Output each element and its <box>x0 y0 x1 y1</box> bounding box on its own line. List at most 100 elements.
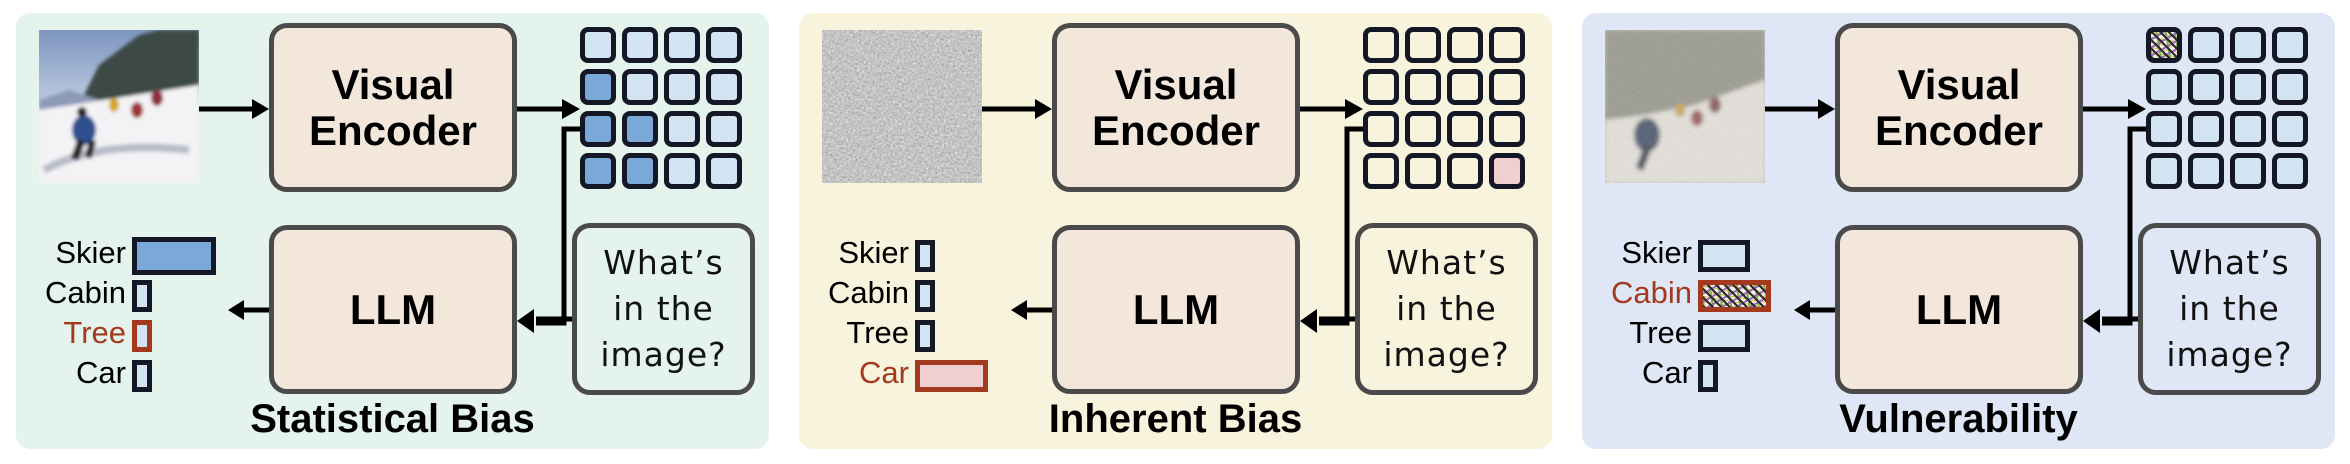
token-cell <box>580 153 616 189</box>
encoder-label-line2: Encoder <box>1091 106 1261 154</box>
output-bar-skier <box>132 237 216 275</box>
output-label-car: Car <box>1642 355 1692 390</box>
token-cell <box>1363 27 1399 63</box>
token-cell <box>664 153 700 189</box>
token-cell <box>622 111 658 147</box>
token-grid <box>2146 27 2314 195</box>
token-cell <box>1489 153 1525 189</box>
llm-label: LLM <box>1132 285 1220 333</box>
output-bar-car <box>1698 360 1718 392</box>
token-cell <box>664 69 700 105</box>
panel-title: Vulnerability <box>1839 397 2078 441</box>
output-bar-cabin <box>132 280 152 312</box>
token-cell <box>622 153 658 189</box>
token-cell <box>580 27 616 63</box>
output-label-tree: Tree <box>1629 315 1692 350</box>
token-cell <box>2188 27 2224 63</box>
output-bar-skier <box>1698 240 1750 272</box>
question-line3: image? <box>1383 335 1510 374</box>
token-cell <box>622 27 658 63</box>
output-bar-car <box>132 360 152 392</box>
token-cell <box>1363 153 1399 189</box>
arrowhead-icon <box>228 300 244 320</box>
token-cell <box>2230 111 2266 147</box>
token-cell <box>1405 111 1441 147</box>
output-label-tree: Tree <box>846 315 909 350</box>
token-cell <box>2188 69 2224 105</box>
output-label-skier: Skier <box>1621 235 1692 270</box>
token-cell <box>1405 69 1441 105</box>
token-cell <box>580 69 616 105</box>
token-cell <box>1489 27 1525 63</box>
token-cell <box>1489 111 1525 147</box>
input-image-noise <box>822 30 982 183</box>
question-line1: What’s <box>2169 243 2290 282</box>
token-cell <box>664 27 700 63</box>
token-cell <box>1447 69 1483 105</box>
encoder-label-line2: Encoder <box>308 106 478 154</box>
encoder-label-line1: Visual <box>1897 60 2021 108</box>
token-cell <box>580 111 616 147</box>
output-bar-tree <box>915 320 935 352</box>
question-line1: What’s <box>1386 243 1507 282</box>
input-image-perturbed-skiers <box>1605 30 1765 183</box>
token-cell <box>2188 153 2224 189</box>
flow-arrows <box>1765 99 2146 333</box>
arrowhead-icon <box>1300 309 1317 333</box>
arrowhead-icon <box>562 99 580 119</box>
token-cell <box>706 111 742 147</box>
arrowhead-icon <box>1035 99 1052 119</box>
token-cell <box>706 27 742 63</box>
token-cell <box>2272 69 2308 105</box>
arrowhead-icon <box>1011 300 1027 320</box>
output-bar-tree <box>1698 320 1750 352</box>
encoder-label-line1: Visual <box>331 60 455 108</box>
token-cell <box>706 153 742 189</box>
panel-title: Statistical Bias <box>250 397 535 441</box>
output-bar-skier <box>915 240 935 272</box>
token-cell <box>1363 111 1399 147</box>
output-label-car: Car <box>76 355 126 390</box>
output-bar-tree <box>132 320 152 352</box>
llm-box: LLM <box>1052 225 1300 394</box>
token-cell <box>1405 153 1441 189</box>
llm-box: LLM <box>269 225 517 394</box>
arrowhead-icon <box>2128 99 2146 119</box>
token-cell <box>2146 153 2182 189</box>
token-cell <box>2272 153 2308 189</box>
token-cell <box>2188 111 2224 147</box>
output-bar-cabin <box>1698 280 1771 312</box>
output-label-cabin: Cabin <box>828 275 909 310</box>
llm-label: LLM <box>1915 285 2003 333</box>
token-cell <box>1447 27 1483 63</box>
question-line3: image? <box>2166 335 2293 374</box>
token-cell <box>1489 69 1525 105</box>
token-grid <box>1363 27 1531 195</box>
panel-title: Inherent Bias <box>1048 397 1303 441</box>
token-cell <box>2146 69 2182 105</box>
arrowhead-icon <box>1794 300 1810 320</box>
token-cell <box>2272 111 2308 147</box>
question-line1: What’s <box>603 243 724 282</box>
tokens-to-llm-arrow-line <box>1319 126 1363 326</box>
output-label-cabin: Cabin <box>1611 275 1692 310</box>
output-label-cabin: Cabin <box>45 275 126 310</box>
output-label-tree: Tree <box>63 315 126 350</box>
token-cell <box>2230 153 2266 189</box>
token-cell <box>622 69 658 105</box>
token-cell <box>2230 69 2266 105</box>
token-cell <box>2272 27 2308 63</box>
token-cell <box>2230 27 2266 63</box>
llm-box: LLM <box>1835 225 2083 394</box>
output-bar-car <box>915 360 988 392</box>
arrowhead-icon <box>1345 99 1363 119</box>
input-image-skiers <box>39 30 199 183</box>
encoder-label-line1: Visual <box>1114 60 1238 108</box>
